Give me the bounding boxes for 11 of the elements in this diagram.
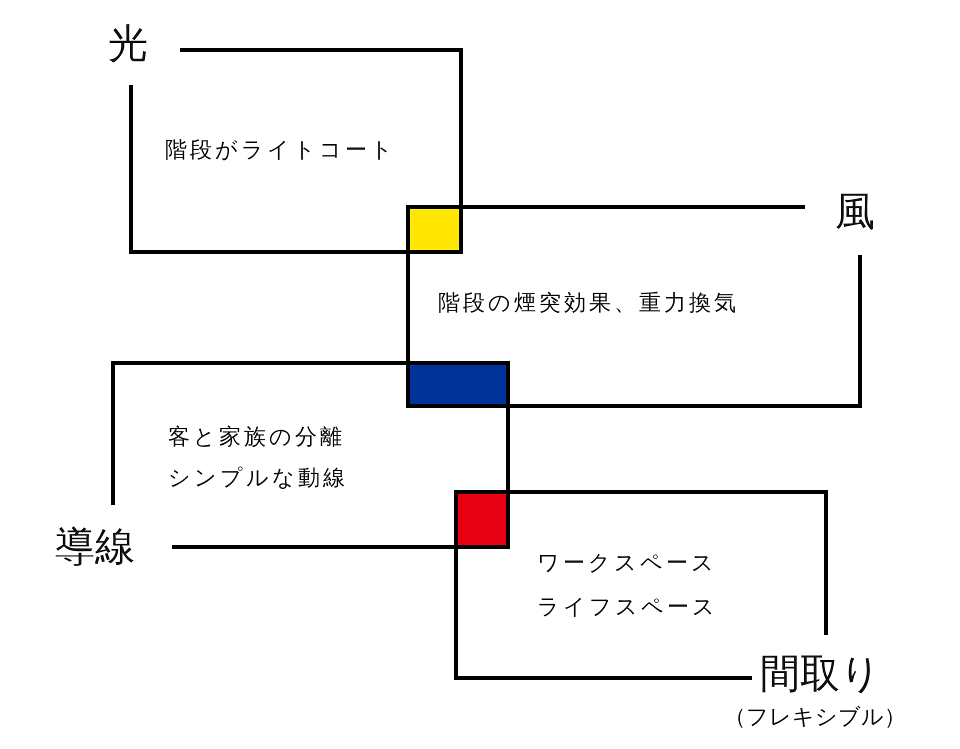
subheading: （フレキシブル） bbox=[724, 704, 906, 730]
body-text: 客と家族の分離 bbox=[168, 424, 345, 450]
heading: 導線 bbox=[55, 525, 135, 569]
body-text: ワークスペース bbox=[537, 550, 717, 576]
body-text: 階段がライトコート bbox=[165, 137, 396, 163]
body-text: ライフスペース bbox=[537, 594, 718, 620]
heading: 風 bbox=[835, 190, 875, 234]
heading: 光 bbox=[108, 22, 148, 66]
body-text: 階段の煙突効果、重力換気 bbox=[438, 290, 739, 316]
heading: 間取り bbox=[760, 652, 881, 696]
body-text: シンプルな動線 bbox=[168, 465, 348, 491]
